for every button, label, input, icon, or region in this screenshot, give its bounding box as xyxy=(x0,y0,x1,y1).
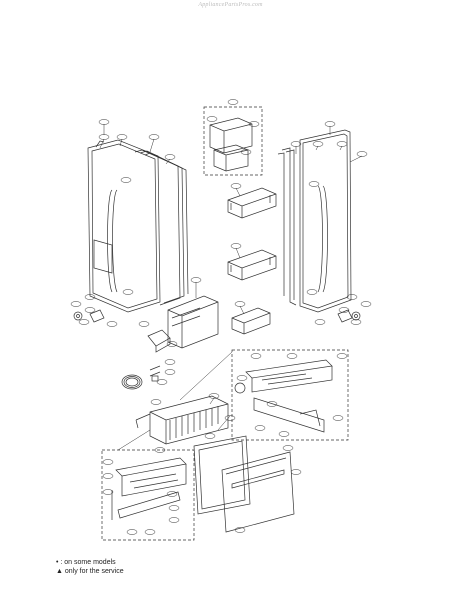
legend-some-models: • : on some models xyxy=(56,559,116,566)
legend: • : on some models ▲ only for the servic… xyxy=(56,558,124,576)
hinge-right xyxy=(337,309,361,323)
right-door-assembly xyxy=(277,129,352,313)
door-bin-lower xyxy=(227,249,277,281)
drawer-gasket xyxy=(193,435,251,515)
hinge-left xyxy=(73,309,105,323)
door-bin-upper-box xyxy=(203,106,263,176)
left-door-assembly xyxy=(87,139,189,313)
drawer-rail-box xyxy=(231,349,349,441)
dairy-bin xyxy=(167,295,219,349)
door-bin-small xyxy=(231,307,271,335)
watermark: AppliancePartsPros.com xyxy=(198,2,263,8)
callouts xyxy=(70,99,372,535)
wire-harness-coil xyxy=(121,365,161,390)
drawer-rail-assembly-left xyxy=(101,449,195,541)
door-bin-middle xyxy=(227,187,277,219)
legend-service-only: ▲ only for the service xyxy=(56,568,124,575)
drawer-basket xyxy=(135,395,229,445)
door-stop-bracket xyxy=(147,329,171,353)
drawer-front xyxy=(221,451,295,533)
